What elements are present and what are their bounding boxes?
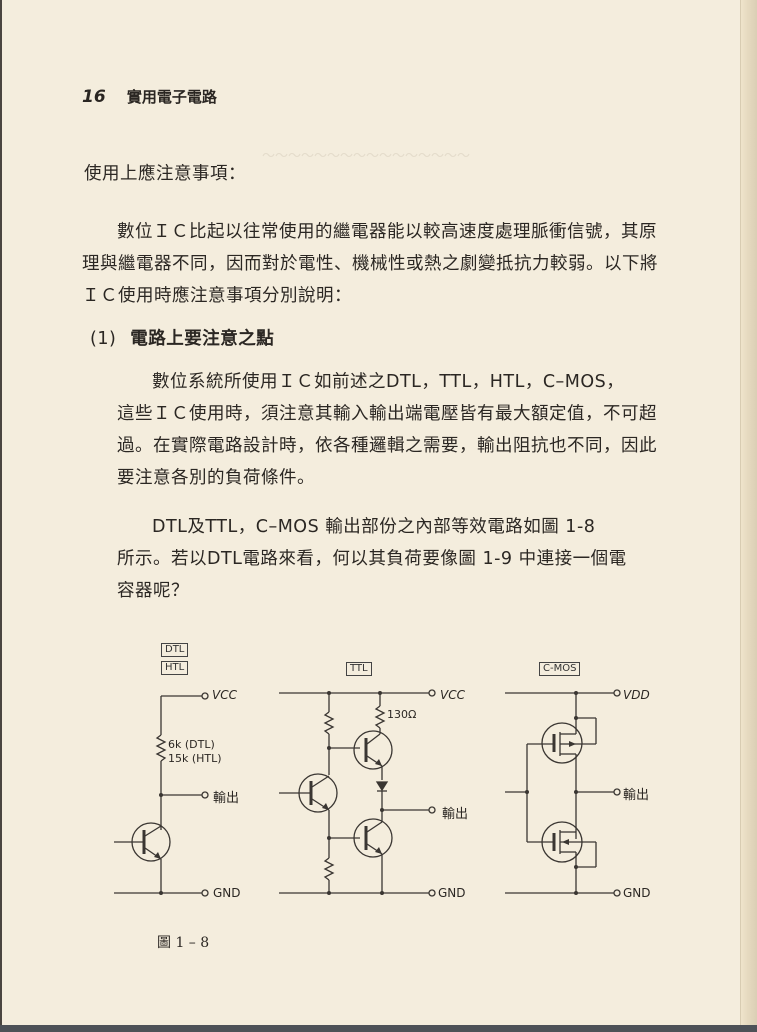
subsection-number: (1)	[90, 329, 117, 349]
paragraph2-line4: 要注意各別的負荷條件。	[117, 468, 315, 488]
subsection-title: 電路上要注意之點	[130, 329, 275, 349]
scanner-bottom-edge	[0, 1025, 757, 1032]
paragraph3-line2: 所示。若以DTL電路來看，何以其負荷要像圖 1-9 中連接一個電	[117, 549, 627, 569]
paragraph2-line1: 數位系統所使用ＩＣ如前述之DTL，TTL，HTL，C–MOS，	[152, 372, 625, 392]
ttl-output-label: 輸出	[442, 807, 469, 822]
paragraph1-line3: ＩＣ使用時應注意事項分別說明：	[82, 286, 352, 306]
ttl-vcc-label: VCC	[440, 688, 465, 702]
cmos-vdd-label: VDD	[623, 688, 650, 702]
dtl-resistor-value-1: 6k (DTL)	[168, 738, 215, 751]
page-edge-right	[740, 0, 757, 1032]
page-number: 16	[82, 87, 106, 107]
dtl-label: DTL	[161, 643, 189, 657]
ttl-resistor-value: 130Ω	[387, 708, 417, 721]
figure-1-8-circuits	[114, 689, 621, 897]
paragraph3-line3: 容器呢？	[117, 581, 189, 601]
paragraph1-line1: 數位ＩＣ比起以往常使用的繼電器能以較高速度處理脈衝信號，其原	[117, 222, 657, 242]
dtl-gnd-label: GND	[213, 886, 241, 900]
ttl-lower-transistor-icon	[353, 818, 393, 858]
figure-caption: 圖 1 – 8	[157, 935, 210, 951]
subsection-heading: (1) 電路上要注意之點	[90, 323, 274, 355]
book-page: ～～～～～～～～～～～～～～～～ 16 實用電子電路 使用上應注意事項： 數位Ｉ…	[0, 0, 658, 1025]
ttl-circuit	[279, 689, 436, 897]
paragraph2-line3: 過。在實際電路設計時，依各種邏輯之需要，輸出阻抗也不同，因此	[117, 436, 657, 456]
htl-label: HTL	[161, 661, 189, 675]
cmos-label: C-MOS	[539, 662, 581, 676]
paragraph1-line2: 理與繼電器不同，因而對於電性、機械性或熱之劇變抵抗力較弱。以下將	[82, 254, 658, 274]
ttl-upper-transistor-icon	[353, 730, 393, 770]
bleed-through-text: ～～～～～～～～～～～～～～～～	[262, 149, 471, 164]
cmos-gnd-label: GND	[623, 886, 651, 900]
section-title: 使用上應注意事項：	[84, 164, 246, 184]
page-header: 16 實用電子電路	[82, 86, 217, 107]
cmos-output-label: 輸出	[623, 788, 650, 803]
paragraph3-line1: DTL及TTL，C–MOS 輸出部份之內部等效電路如圖 1-8	[152, 517, 596, 537]
dtl-output-label: 輸出	[213, 791, 240, 806]
dtl-circuit	[114, 692, 209, 897]
dtl-resistor-value-2: 15k (HTL)	[168, 752, 222, 765]
dtl-vcc-label: VCC	[212, 688, 237, 702]
ttl-gnd-label: GND	[438, 886, 466, 900]
cmos-pmos-icon	[541, 722, 583, 764]
cmos-circuit	[505, 689, 621, 897]
book-title: 實用電子電路	[126, 88, 217, 106]
ttl-label: TTL	[346, 662, 372, 676]
paragraph2-line2: 這些ＩＣ使用時，須注意其輸入輸出端電壓皆有最大額定值，不可超	[117, 404, 657, 424]
